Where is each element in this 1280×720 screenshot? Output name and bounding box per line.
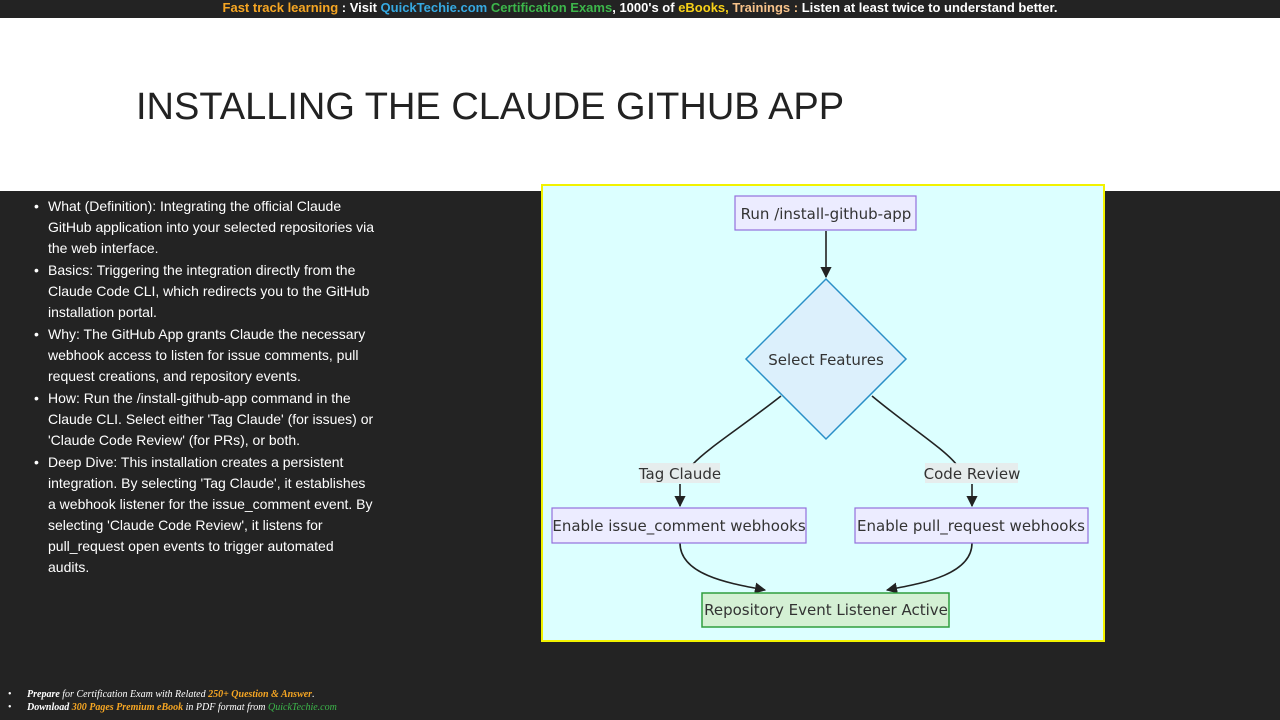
node-left-label: Enable issue_comment webhooks — [552, 517, 805, 536]
node-start-label: Run /install-github-app — [741, 205, 912, 223]
node-end-label: Repository Event Listener Active — [704, 601, 948, 619]
bullet-item: • Why: The GitHub App grants Claude the n… — [30, 324, 375, 387]
edge-decision-to-left — [692, 395, 782, 465]
flowchart-diagram: Run /install-github-app Select Features … — [541, 184, 1105, 642]
footer-period: . — [312, 689, 315, 700]
node-left — [551, 507, 807, 544]
footer-prepare-text: for Certification Exam with Related — [59, 689, 209, 700]
edge-label-right-bg — [925, 463, 1018, 483]
node-decision — [744, 277, 908, 441]
banner-cert: Certification Exams — [487, 0, 613, 15]
footer-dot: • — [8, 689, 12, 700]
title-band: INSTALLING THE CLAUDE GITHUB APP — [0, 18, 1280, 191]
footer-prepare: Prepare — [27, 689, 60, 700]
bullet-dot: • — [34, 454, 39, 470]
edge-label-left: Tag Claude — [638, 465, 721, 483]
footer-dot: • — [8, 702, 12, 713]
bullet-dot: • — [34, 262, 39, 278]
footer-line: • Download 300 Pages Premium eBook in PDF… — [0, 701, 1280, 714]
edge-label-right: Code Review — [924, 465, 1021, 483]
bullet-dot: • — [34, 198, 39, 214]
edge-label-left-bg — [640, 463, 720, 483]
banner-sep: , 1000's of — [612, 0, 679, 15]
flowchart-svg: Run /install-github-app Select Features … — [551, 195, 1089, 628]
bullet-text: Basics: Triggering the integration direc… — [48, 262, 370, 320]
edge-decision-to-right — [871, 395, 957, 465]
banner-visit: : Visit — [338, 0, 381, 15]
footer-ebook: 300 Pages Premium eBook — [69, 702, 184, 713]
node-start — [734, 195, 917, 231]
banner-listen: Listen at least twice to understand bett… — [798, 0, 1058, 15]
promo-banner: Fast track learning : Visit QuickTechie.… — [0, 0, 1280, 18]
bullet-text: Why: The GitHub App grants Claude the ne… — [48, 326, 366, 384]
footer-notes: • Prepare for Certification Exam with Rel… — [0, 688, 1280, 714]
node-right-label: Enable pull_request webhooks — [857, 517, 1085, 536]
banner-fast-track: Fast track learning — [222, 0, 339, 15]
footer-site-link[interactable]: QuickTechie.com — [268, 702, 337, 713]
edge-right-to-end — [885, 542, 973, 594]
bullet-dot: • — [34, 390, 39, 406]
node-decision-label: Select Features — [768, 351, 884, 369]
bullet-list: • What (Definition): Integrating the offi… — [30, 196, 375, 579]
bullet-text: How: Run the /install-github-app command… — [48, 390, 374, 448]
banner-site-link[interactable]: QuickTechie.com — [380, 0, 488, 15]
node-end — [701, 592, 950, 628]
bullet-item: • Deep Dive: This installation creates a … — [30, 452, 375, 578]
banner-ebooks: eBooks, — [678, 0, 729, 15]
bullet-item: • How: Run the /install-github-app comman… — [30, 388, 375, 451]
bullet-item: • What (Definition): Integrating the offi… — [30, 196, 375, 259]
node-right — [854, 507, 1089, 544]
page-title: INSTALLING THE CLAUDE GITHUB APP — [136, 86, 845, 128]
footer-qa-count: 250+ Question & Answer — [208, 689, 313, 700]
banner-trainings: Trainings : — [728, 0, 799, 15]
footer-line: • Prepare for Certification Exam with Rel… — [0, 688, 1280, 701]
bullet-text: Deep Dive: This installation creates a p… — [48, 454, 373, 575]
bullet-dot: • — [34, 326, 39, 342]
bullet-item: • Basics: Triggering the integration dire… — [30, 260, 375, 323]
footer-download: Download — [27, 702, 70, 713]
footer-download-text: in PDF format from — [183, 702, 269, 713]
edge-left-to-end — [679, 542, 767, 594]
bullet-text: What (Definition): Integrating the offic… — [48, 198, 375, 256]
